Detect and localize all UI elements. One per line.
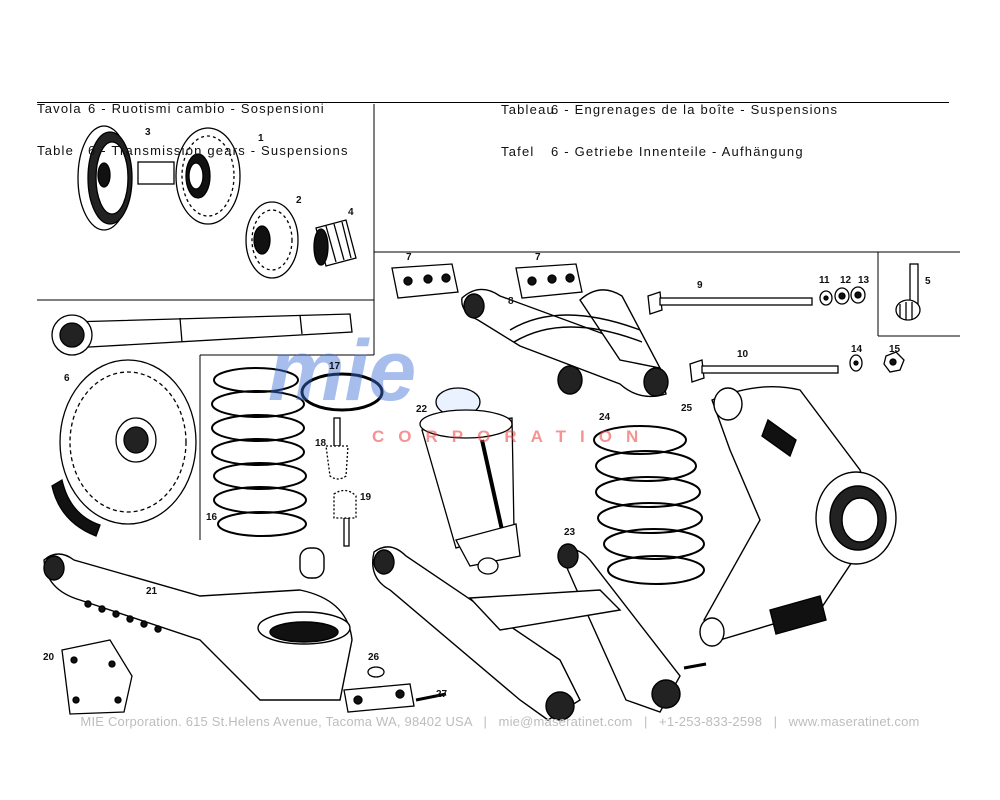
callout-13: 13 [858, 275, 870, 286]
callout-15: 15 [889, 344, 901, 355]
header-rule [37, 102, 949, 103]
callout-23: 23 [564, 527, 576, 538]
part-upper-wishbone [461, 288, 669, 398]
callout-24: 24 [599, 412, 611, 423]
callout-3: 3 [145, 127, 151, 138]
header-right: Tableau6 - Engrenages de la boîte - Susp… [501, 75, 838, 173]
callout-26: 26 [368, 652, 380, 663]
part-links [343, 666, 447, 713]
part-speedo-pinion [895, 263, 921, 321]
footer-website[interactable]: www.maseratinet.com [788, 714, 920, 729]
footer-separator: | [483, 714, 488, 729]
part-gear-small [245, 201, 299, 279]
callout-16: 16 [206, 512, 218, 523]
part-bracket-plate [61, 639, 133, 715]
panel-frame [37, 104, 960, 540]
part-nuts-washers [819, 286, 905, 373]
callout-8: 8 [508, 296, 514, 307]
part-coil-spring-left [211, 367, 307, 537]
callout-5: 5 [925, 276, 931, 287]
part-ring-bumpstops [300, 372, 384, 547]
header-title: 6 - Engrenages de la boîte - Suspensions [551, 102, 839, 117]
header-left-row-2: Table 6 - Transmission gears - Suspension… [37, 144, 349, 158]
part-crown-wheel [51, 359, 197, 537]
footer-email[interactable]: mie@maseratinet.com [498, 714, 633, 729]
callout-19: 19 [360, 492, 372, 503]
callout-6: 6 [64, 373, 70, 384]
watermark-text: CORPORATION [372, 427, 652, 446]
footer-address: MIE Corporation. 615 St.Helens Avenue, T… [80, 714, 473, 729]
callout-12: 12 [840, 275, 852, 286]
callout-14: 14 [851, 344, 863, 355]
part-pinion-shaft [51, 313, 353, 356]
header-right-row-1: Tableau6 - Engrenages de la boîte - Susp… [501, 103, 838, 117]
header-label: Table [37, 143, 75, 158]
callout-1: 1 [258, 133, 264, 144]
part-hub-carrier [699, 386, 897, 647]
callout-9: 9 [697, 280, 703, 291]
header-title: 6 - Getriebe Innenteile - Aufhängung [551, 144, 804, 159]
header-label: Tavola [37, 101, 82, 116]
header-title: 6 - Ruotismi cambio - Sospensioni [88, 101, 325, 116]
part-brackets [391, 263, 583, 299]
callout-11: 11 [819, 275, 830, 286]
callout-21: 21 [146, 586, 158, 597]
header-left-row-1: Tavola 6 - Ruotismi cambio - Sospensioni [37, 102, 349, 116]
callout-25: 25 [681, 403, 693, 414]
callout-18: 18 [315, 438, 327, 449]
part-gear-large [175, 127, 241, 225]
footer: MIE Corporation. 615 St.Helens Avenue, T… [0, 714, 1000, 729]
watermark: mie CORPORATION [268, 323, 652, 446]
part-synchro-hub [77, 125, 175, 231]
callout-4: 4 [348, 207, 354, 218]
part-coil-spring-right [593, 425, 705, 585]
header-label: Tafel [501, 144, 535, 159]
callout-10: 10 [737, 349, 749, 360]
watermark-logo: mie [268, 323, 416, 419]
callout-22: 22 [416, 404, 428, 415]
footer-phone: +1-253-833-2598 [659, 714, 763, 729]
part-lower-wishbone-right [372, 543, 707, 721]
callout-7: 7 [535, 252, 541, 263]
callout-20: 20 [43, 652, 55, 663]
header-right-row-2: Tafel 6 - Getriebe Innenteile - Aufhängun… [501, 145, 838, 159]
part-bolts [647, 291, 839, 383]
callout-7: 7 [406, 252, 412, 263]
callout-17: 17 [329, 361, 341, 372]
callout-27: 27 [436, 689, 448, 700]
part-lower-arm-left [43, 547, 353, 701]
part-damper [419, 387, 521, 575]
header-title: 6 - Transmission gears - Suspensions [88, 143, 349, 158]
callout-2: 2 [296, 195, 302, 206]
part-sleeve [313, 219, 357, 267]
footer-separator: | [773, 714, 778, 729]
footer-separator: | [644, 714, 648, 729]
header-label: Tableau [501, 102, 555, 117]
